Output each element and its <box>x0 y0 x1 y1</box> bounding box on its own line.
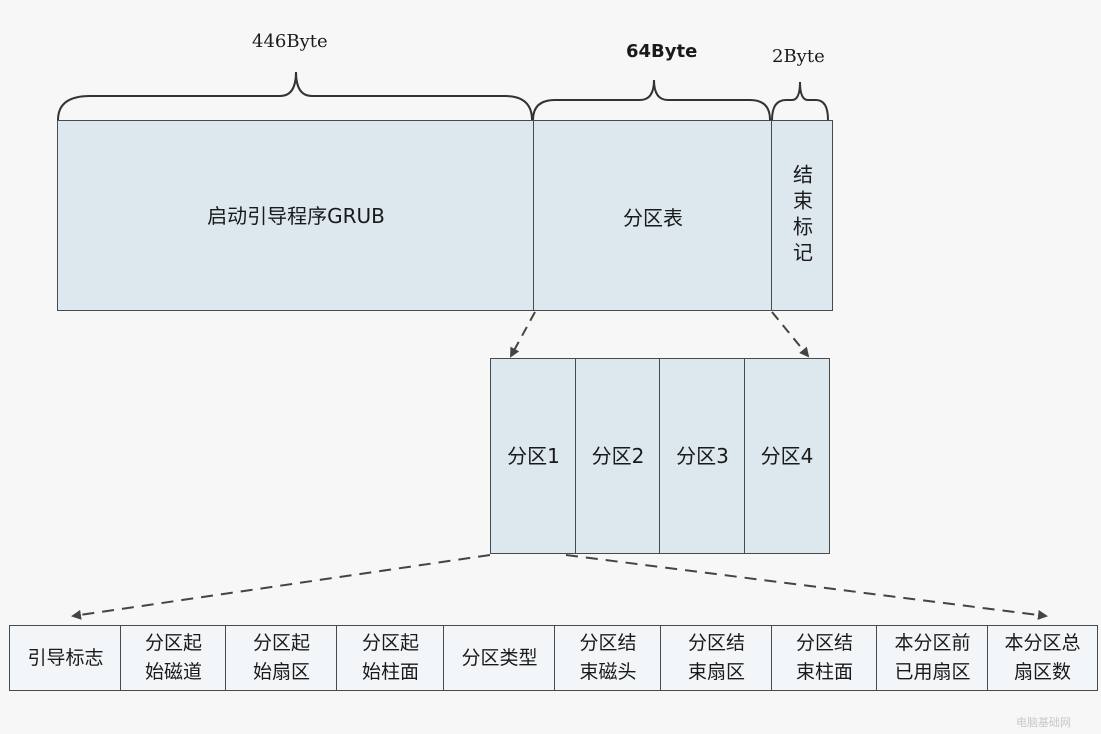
arrow-table-left <box>510 311 536 358</box>
field-total-sectors: 本分区总 扇区数 <box>987 625 1098 691</box>
boot-loader-block: 启动引导程序GRUB <box>57 120 535 311</box>
field-end-cylinder: 分区结 束柱面 <box>771 625 878 691</box>
table-size-label: 64Byte <box>626 41 698 62</box>
partition-4-block: 分区4 <box>744 358 830 554</box>
field-used-sectors-before: 本分区前 已用扇区 <box>876 625 989 691</box>
arrow-part-left <box>71 554 491 620</box>
field-start-track: 分区起 始磁道 <box>120 625 227 691</box>
partition-2-label: 分区2 <box>591 444 645 468</box>
boot-size-label: 446Byte <box>252 31 328 52</box>
end-marker-label: 结束标记 <box>789 163 814 268</box>
field-start-cylinder: 分区起 始柱面 <box>336 625 445 691</box>
partition-1-label: 分区1 <box>507 444 560 468</box>
partition-table-block: 分区表 <box>533 120 773 311</box>
boot-loader-label: 启动引导程序GRUB <box>207 203 385 228</box>
brace-table <box>532 79 771 121</box>
brace-boot <box>57 71 533 121</box>
partition-1-block: 分区1 <box>490 358 577 554</box>
end-marker-block: 结束标记 <box>771 120 833 311</box>
partition-2-block: 分区2 <box>575 358 661 554</box>
field-end-sector: 分区结 束扇区 <box>660 625 773 691</box>
field-boot-flag: 引导标志 <box>9 625 122 691</box>
partition-4-label: 分区4 <box>760 444 814 468</box>
field-partition-type: 分区类型 <box>443 625 556 691</box>
arrow-part-right <box>565 554 1048 620</box>
partition-3-block: 分区3 <box>659 358 746 554</box>
end-size-label: 2Byte <box>772 46 825 67</box>
field-end-head: 分区结 束磁头 <box>554 625 662 691</box>
brace-end <box>771 81 829 121</box>
watermark: 电脑基础网 <box>1016 716 1071 729</box>
partition-table-label: 分区表 <box>623 206 683 230</box>
arrow-table-right <box>771 311 810 358</box>
partition-3-label: 分区3 <box>676 444 729 468</box>
field-start-sector: 分区起 始扇区 <box>225 625 338 691</box>
